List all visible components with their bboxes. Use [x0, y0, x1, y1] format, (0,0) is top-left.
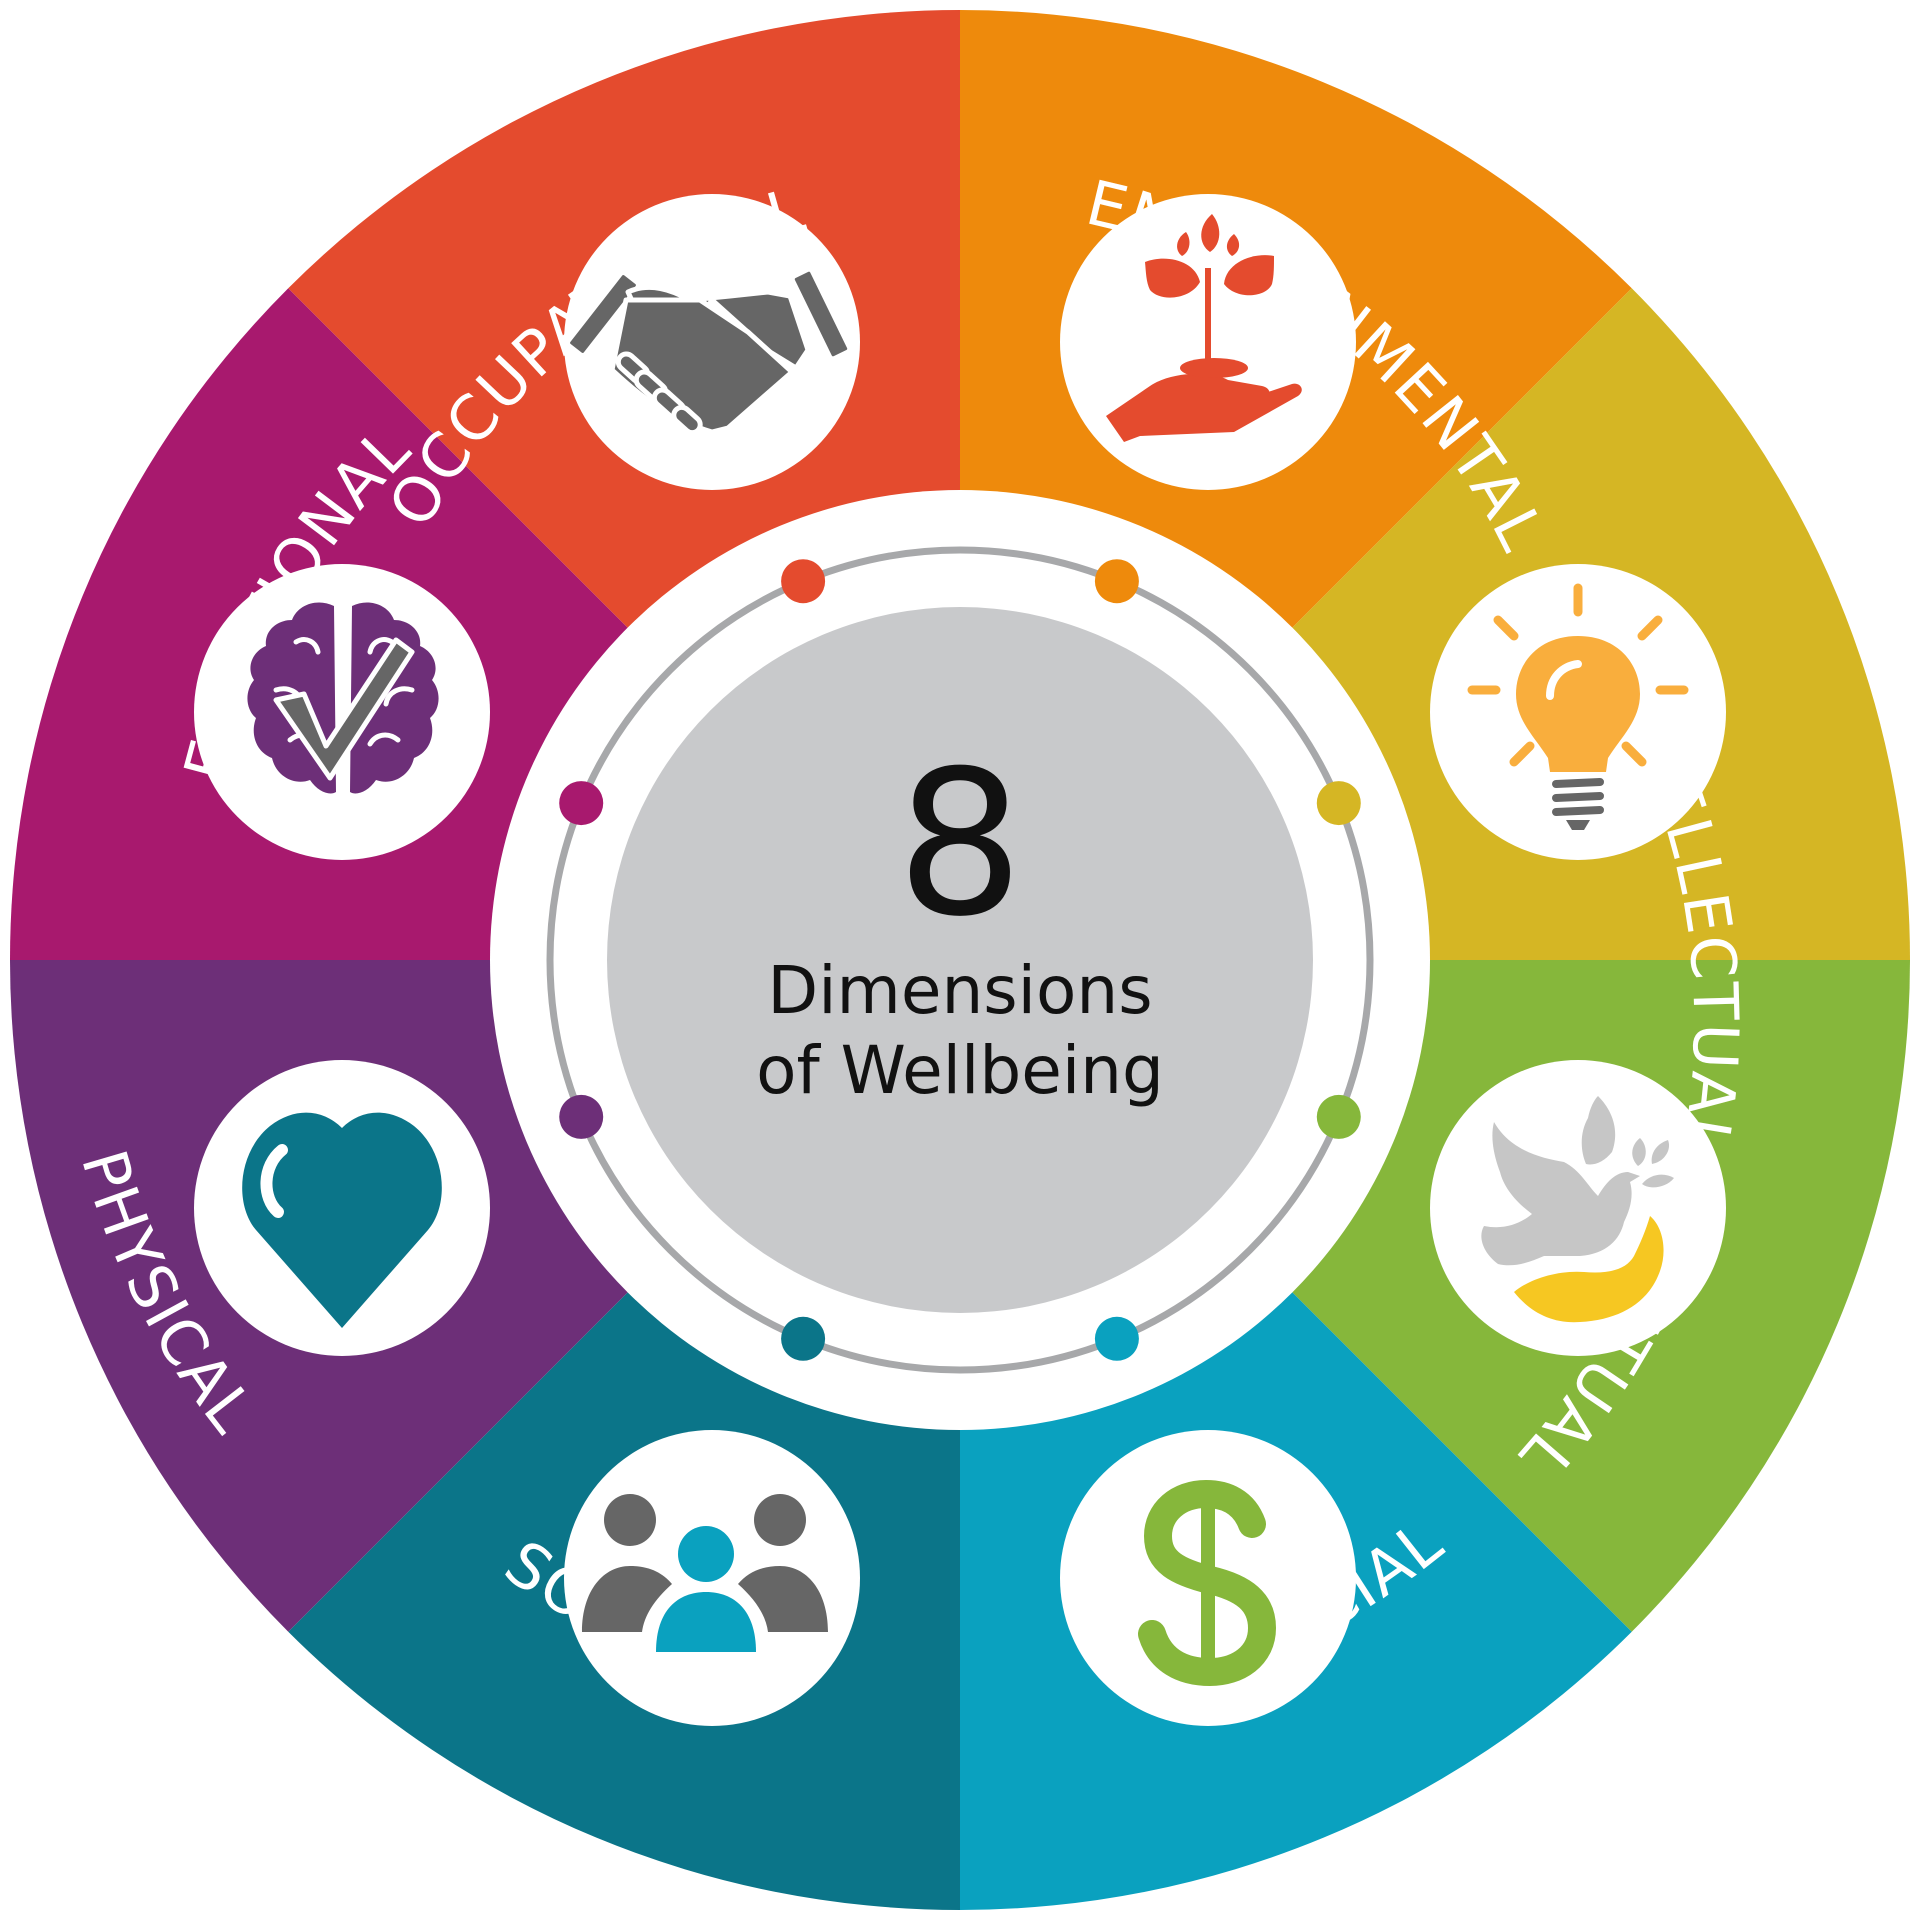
heart-icon	[242, 1112, 442, 1328]
ring-dot-social	[1094, 1316, 1139, 1361]
ring-dot-environmental	[781, 559, 826, 604]
ring-dot-spiritual	[1316, 781, 1361, 826]
center-disc	[607, 607, 1313, 1313]
ring-dot-emotional	[559, 1094, 604, 1139]
lightbulb-icon	[1467, 583, 1689, 830]
center-line-wellbeing: of Wellbeing	[756, 1032, 1164, 1109]
center-title: 8 Dimensions of Wellbeing	[560, 745, 1360, 1111]
ring-dot-physical	[781, 1316, 826, 1361]
people-group-icon	[582, 1494, 828, 1652]
center-number: 8	[896, 728, 1024, 961]
center-ring	[546, 546, 1374, 1374]
dollar-icon	[1138, 1479, 1277, 1687]
brain-check-icon	[247, 602, 439, 794]
dove-icon	[1481, 1096, 1674, 1323]
handshake-icon	[565, 266, 853, 436]
ring-dot-occupational	[559, 781, 604, 826]
ring-dot-financial	[1316, 1094, 1361, 1139]
ring-dot-intellectual	[1094, 559, 1139, 604]
plant-in-hand-icon	[1106, 214, 1302, 442]
icon-disc-emotional	[194, 564, 490, 860]
center-line-dimensions: Dimensions	[767, 952, 1153, 1029]
